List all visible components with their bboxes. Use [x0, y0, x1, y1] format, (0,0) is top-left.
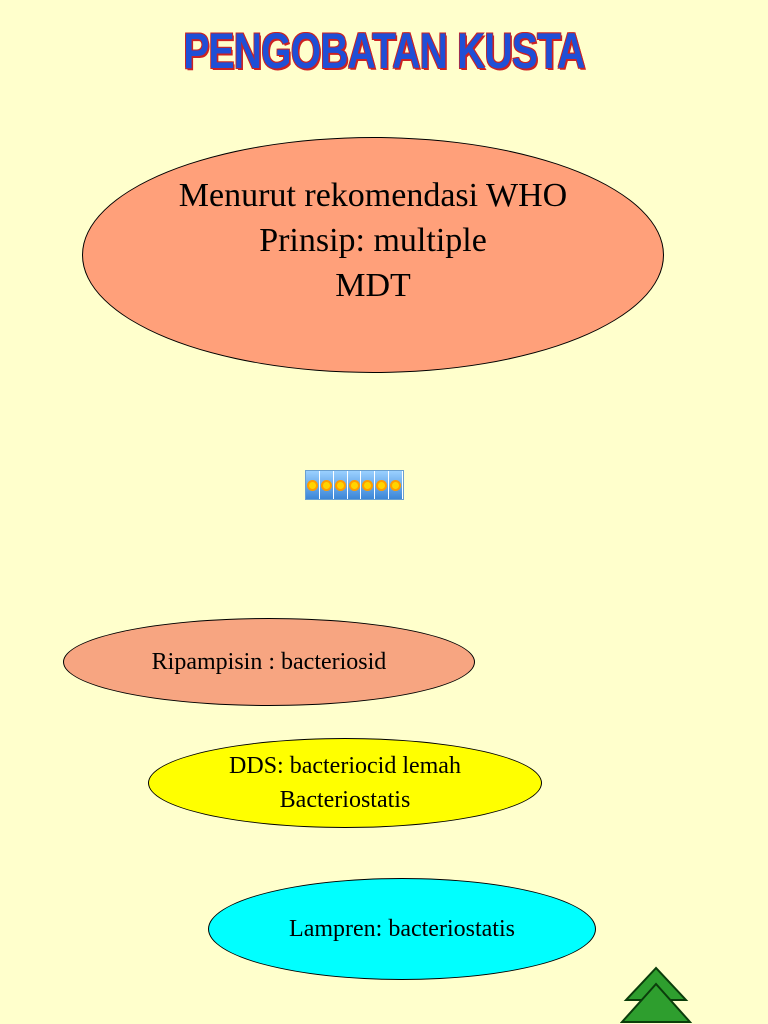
green-triangle-arrow-icon[interactable] [620, 966, 692, 1024]
sun-tile-icon [375, 471, 390, 499]
slide-title: PENGOBATAN KUSTA [183, 23, 585, 79]
dds-ellipse: DDS: bacteriocid lemah Bacteriostatis [148, 738, 542, 828]
ellipse-line: Lampren: bacteriostatis [289, 915, 515, 942]
who-recommendation-ellipse: Menurut rekomendasi WHO Prinsip: multipl… [82, 137, 664, 373]
sun-tile-icon [347, 471, 362, 499]
sun-tile-icon [389, 471, 404, 499]
sun-tile-icon [361, 471, 376, 499]
ellipse-line: Prinsip: multiple [259, 221, 487, 259]
sun-tile-icon [306, 471, 320, 499]
ellipse-line: Menurut rekomendasi WHO [178, 176, 568, 214]
ellipse-line: Bacteriostatis [279, 787, 411, 813]
sun-tile-strip-icon [305, 470, 404, 500]
sun-tile-icon [319, 471, 334, 499]
ellipse-line: DDS: bacteriocid lemah [229, 753, 461, 779]
sun-tile-icon [333, 471, 348, 499]
lampren-ellipse: Lampren: bacteriostatis [208, 878, 596, 980]
ellipse-line: Ripampisin : bacteriosid [151, 648, 387, 675]
ellipse-line: MDT [335, 266, 411, 304]
ripampisin-ellipse: Ripampisin : bacteriosid [63, 618, 475, 706]
